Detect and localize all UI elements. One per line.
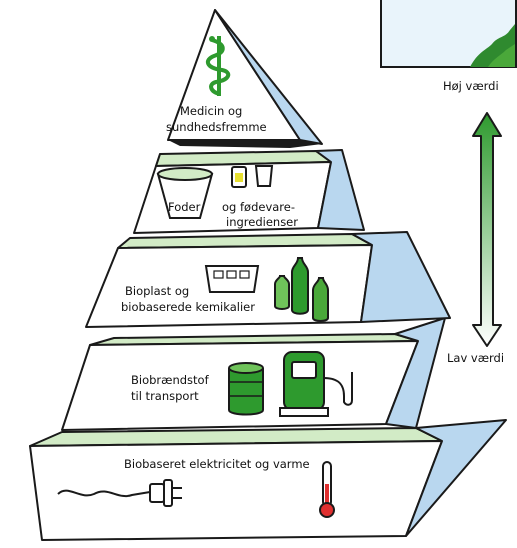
low-value-label: Lav værdi: [447, 351, 504, 365]
tier-bioplastic-label-2: biobaserede kemikalier: [121, 300, 255, 314]
tier-electricity-label: Biobaseret elektricitet og varme: [124, 457, 310, 471]
value-arrow: [472, 112, 502, 347]
caduceus-icon: [205, 36, 231, 96]
tier-fuel-label-1: Biobrændstof: [131, 373, 210, 387]
cup-icon: [254, 165, 274, 187]
plastic-basket-icon: [204, 265, 260, 293]
tier-food-label-2: ingredienser: [226, 215, 298, 229]
feed-bucket-icon: [156, 167, 214, 219]
power-plug-icon: [57, 479, 182, 507]
tier-electricity-heat: [29, 419, 507, 541]
tier-medicine-label-1: Medicin og: [180, 104, 242, 118]
tier-medicine-label-2: sundhedsfremme: [166, 120, 267, 134]
can-icon: [231, 166, 247, 188]
landscape-icon: [380, 0, 517, 68]
thermometer-icon: [319, 461, 335, 518]
barrel-icon: [228, 362, 264, 416]
high-value-label: Høj værdi: [443, 79, 499, 93]
tier-bioplastic-label-1: Bioplast og: [125, 284, 189, 298]
tier-food-label-1: og fødevare-: [222, 200, 295, 214]
tier-feed-label: Foder: [168, 200, 201, 214]
bottle-icon: [274, 257, 329, 322]
tier-medicine: [167, 9, 323, 148]
fuel-pump-icon: [279, 351, 353, 417]
tier-fuel-label-2: til transport: [131, 389, 199, 403]
